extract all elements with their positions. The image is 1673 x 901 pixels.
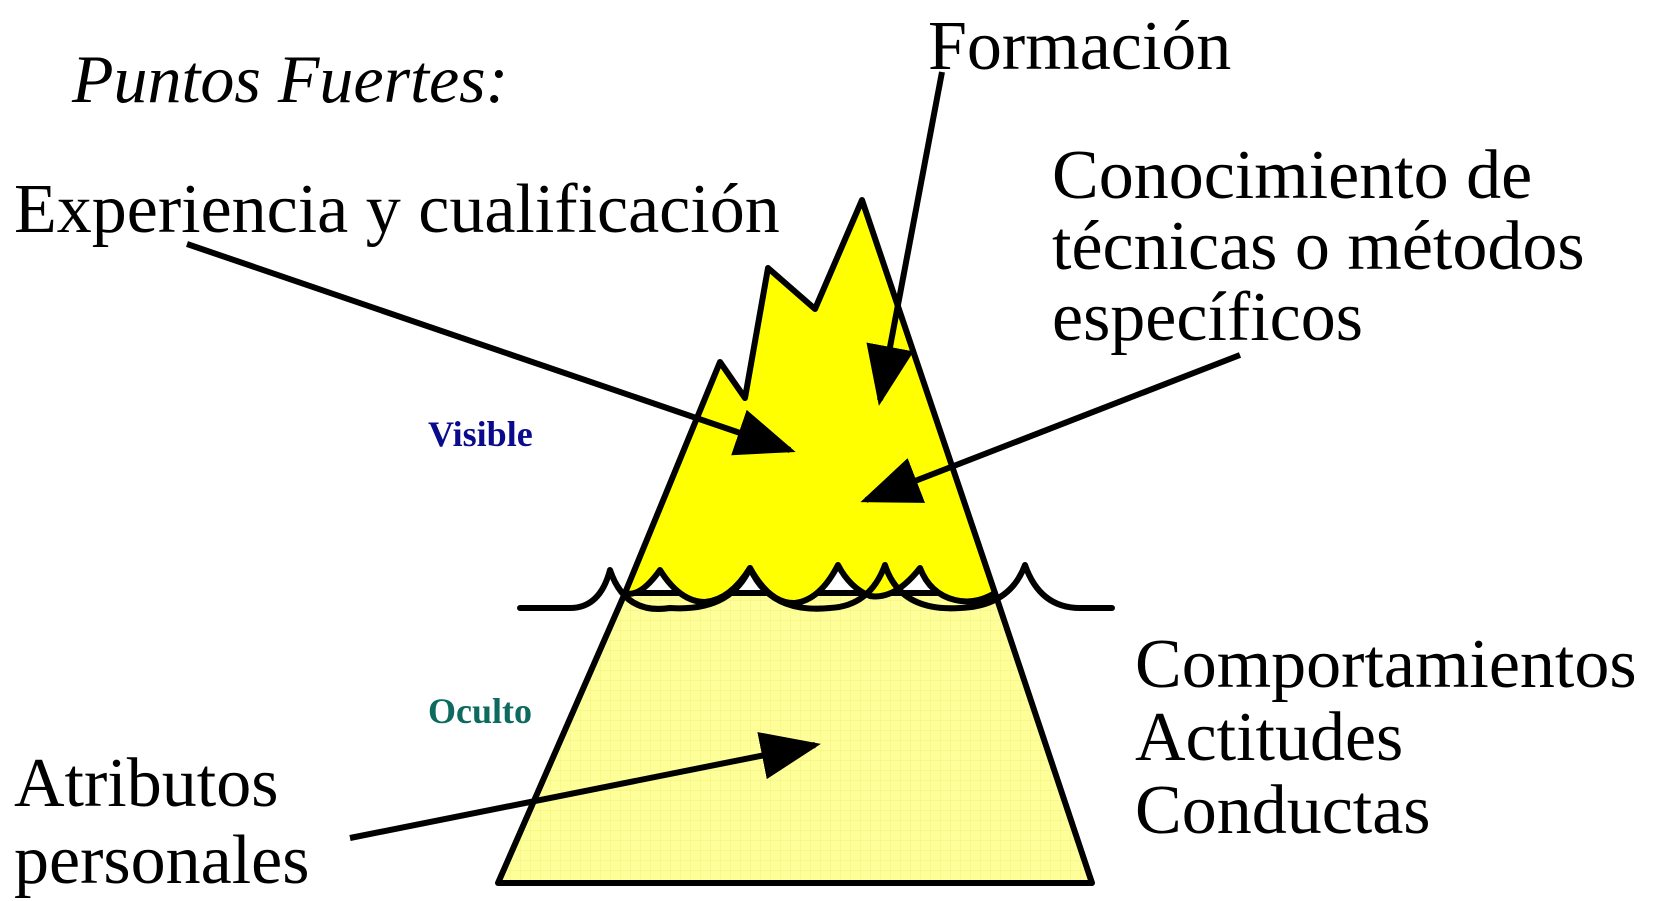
arrow-experiencia	[186, 241, 796, 456]
label-formacion: Formación	[928, 8, 1232, 85]
diagram-title: Puntos Fuertes:	[72, 41, 509, 117]
label-visible: Visible	[428, 414, 533, 454]
iceberg-hidden-part	[495, 590, 1095, 886]
iceberg-visible-part	[622, 197, 998, 606]
label-oculto: Oculto	[428, 691, 532, 731]
label-atributos: Atributos personales	[14, 745, 310, 899]
arrow-formacion	[866, 71, 945, 406]
water-line	[517, 562, 1115, 612]
arrow-conocimiento	[860, 352, 1242, 503]
label-conocimiento: Conocimiento de técnicas o métodos espec…	[1052, 137, 1585, 356]
arrow-atributos	[349, 732, 821, 841]
label-hidden-list: Comportamientos Actitudes Conductas	[1135, 626, 1637, 849]
label-experiencia: Experiencia y cualificación	[14, 171, 780, 248]
